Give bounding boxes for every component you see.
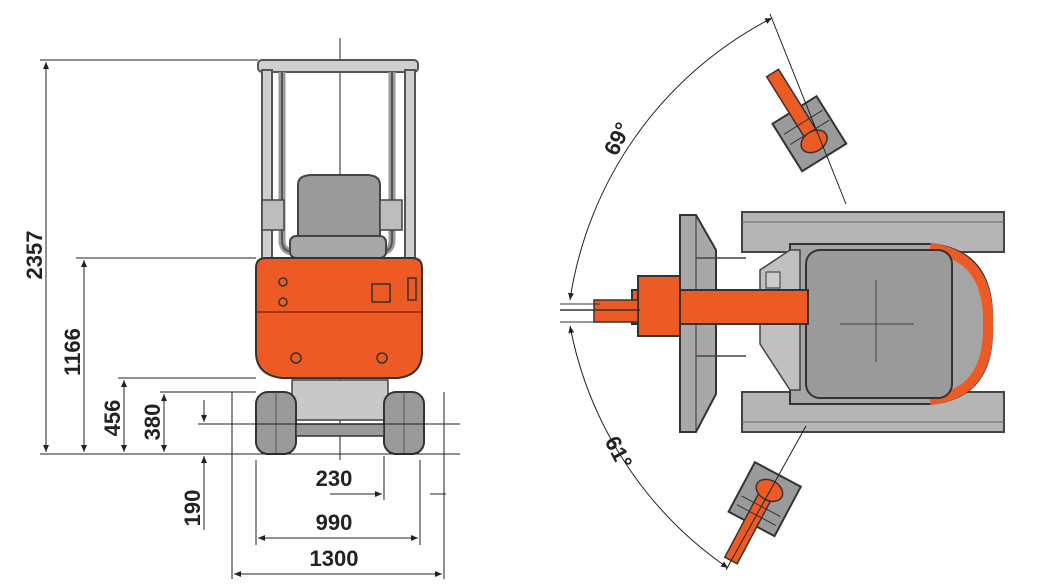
dim-track-230: 230 (316, 466, 353, 491)
swing-position-upper (765, 68, 848, 173)
angle-upper-69: 69° (599, 118, 636, 159)
dim-height-2357: 2357 (22, 231, 47, 280)
operator-seat (261, 174, 403, 259)
dim-height-1166: 1166 (60, 328, 85, 376)
dim-height-380: 380 (140, 404, 165, 441)
upper-body (255, 257, 423, 379)
dim-gauge-990: 990 (316, 510, 353, 535)
front-view: 2357 1166 456 380 190 230 990 1300 (22, 38, 460, 579)
swing-position-lower (723, 460, 803, 565)
dim-clearance-190: 190 (180, 490, 205, 527)
dim-height-456: 456 (100, 400, 125, 437)
dim-width-1300: 1300 (310, 546, 359, 571)
top-view: 69° 61° (560, 13, 1005, 571)
undercarriage (255, 379, 425, 455)
angle-lower-61: 61° (600, 432, 638, 473)
